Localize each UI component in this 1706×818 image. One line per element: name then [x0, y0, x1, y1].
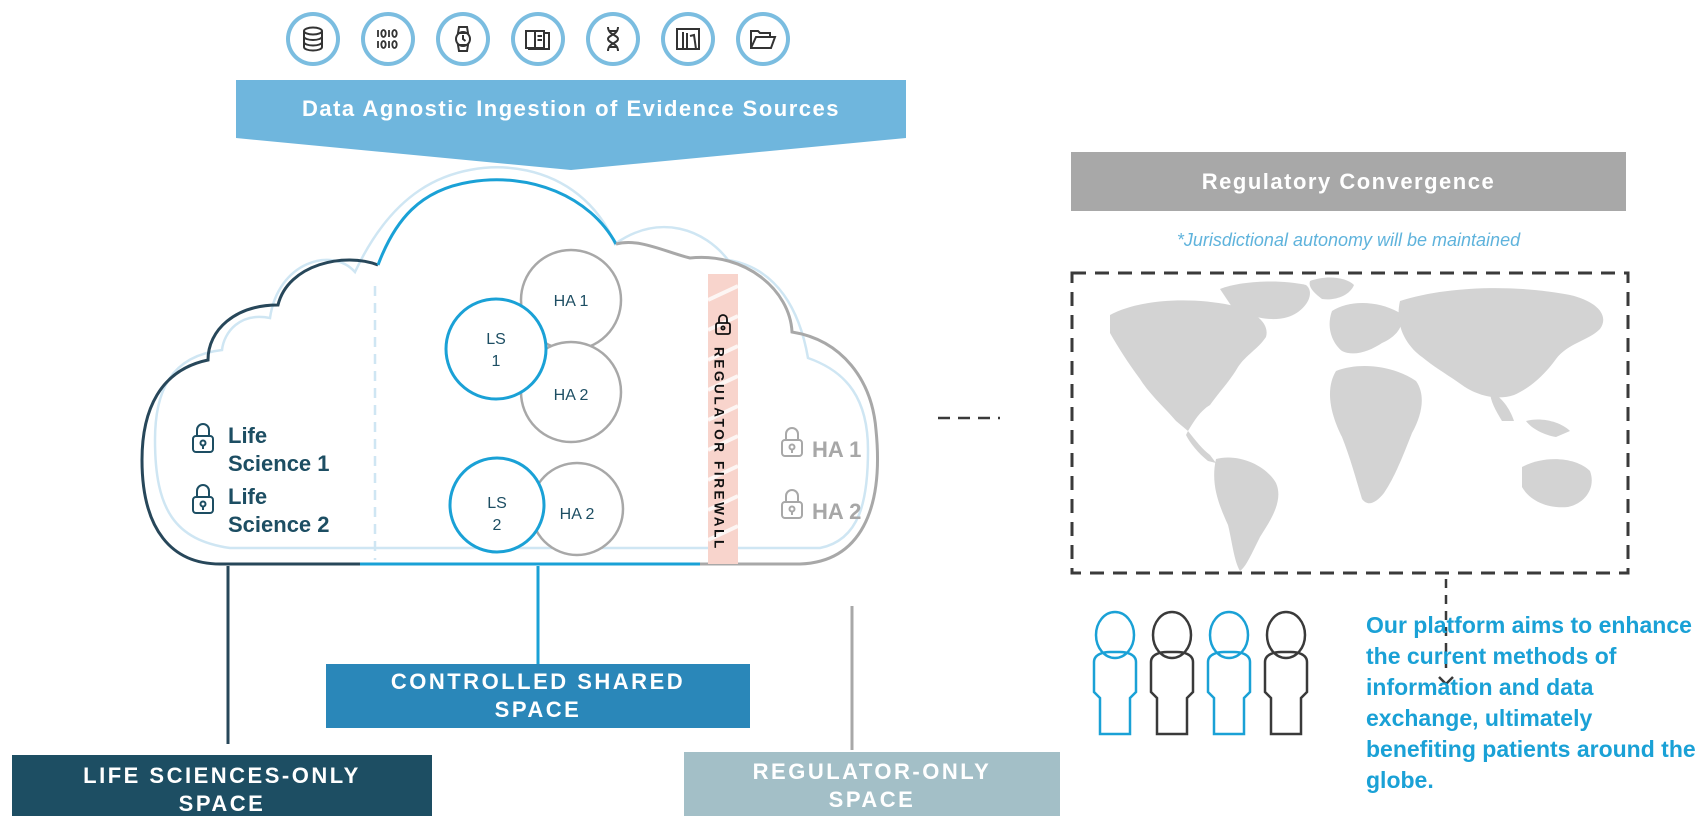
lock-icon — [781, 427, 803, 457]
circle-ha2-top: HA 2 — [553, 387, 589, 404]
life-science-1: Life Science 1 — [228, 423, 330, 476]
life-science-2: Life Science 2 — [228, 484, 330, 537]
regulator-ha2: HA 2 — [812, 499, 862, 524]
regulatory-convergence-title: Regulatory Convergence — [1071, 152, 1626, 211]
regulator-only-space: REGULATOR-ONLY SPACE — [684, 752, 1060, 816]
people-group-icon — [1092, 610, 1309, 736]
circle-ls2: LS 2 — [487, 495, 507, 534]
book-icon — [511, 12, 565, 66]
controlled-shared-space: CONTROLLED SHARED SPACE — [326, 664, 750, 728]
binary-data-icon — [361, 12, 415, 66]
world-map — [1070, 271, 1630, 575]
person-icon — [1092, 610, 1138, 736]
person-icon — [1206, 610, 1252, 736]
cloud-diagram — [140, 166, 1000, 750]
library-icon — [661, 12, 715, 66]
lock-icon — [192, 484, 214, 514]
lock-icon — [192, 423, 214, 453]
circle-ha2-bottom: HA 2 — [559, 506, 595, 523]
lock-icon — [715, 314, 731, 335]
circle-ls1: LS 1 — [486, 331, 506, 370]
regulator-firewall: REGULATOR FIREWALL — [711, 347, 727, 551]
person-icon — [1149, 610, 1195, 736]
ingestion-arrow — [236, 138, 906, 170]
folder-icon — [736, 12, 790, 66]
person-icon — [1263, 610, 1309, 736]
dna-icon — [586, 12, 640, 66]
platform-statement: Our platform aims to enhance the current… — [1366, 612, 1696, 793]
circle-ha1-top: HA 1 — [553, 293, 589, 310]
smartwatch-icon — [436, 12, 490, 66]
map-down-arrow — [1438, 579, 1454, 686]
regulator-ha1: HA 1 — [812, 437, 862, 462]
database-icon — [286, 12, 340, 66]
ingestion-banner: Data Agnostic Ingestion of Evidence Sour… — [236, 80, 906, 138]
jurisdiction-note: *Jurisdictional autonomy will be maintai… — [1176, 230, 1521, 250]
lock-icon — [781, 489, 803, 519]
life-sciences-only-space: LIFE SCIENCES-ONLY SPACE — [12, 755, 432, 816]
